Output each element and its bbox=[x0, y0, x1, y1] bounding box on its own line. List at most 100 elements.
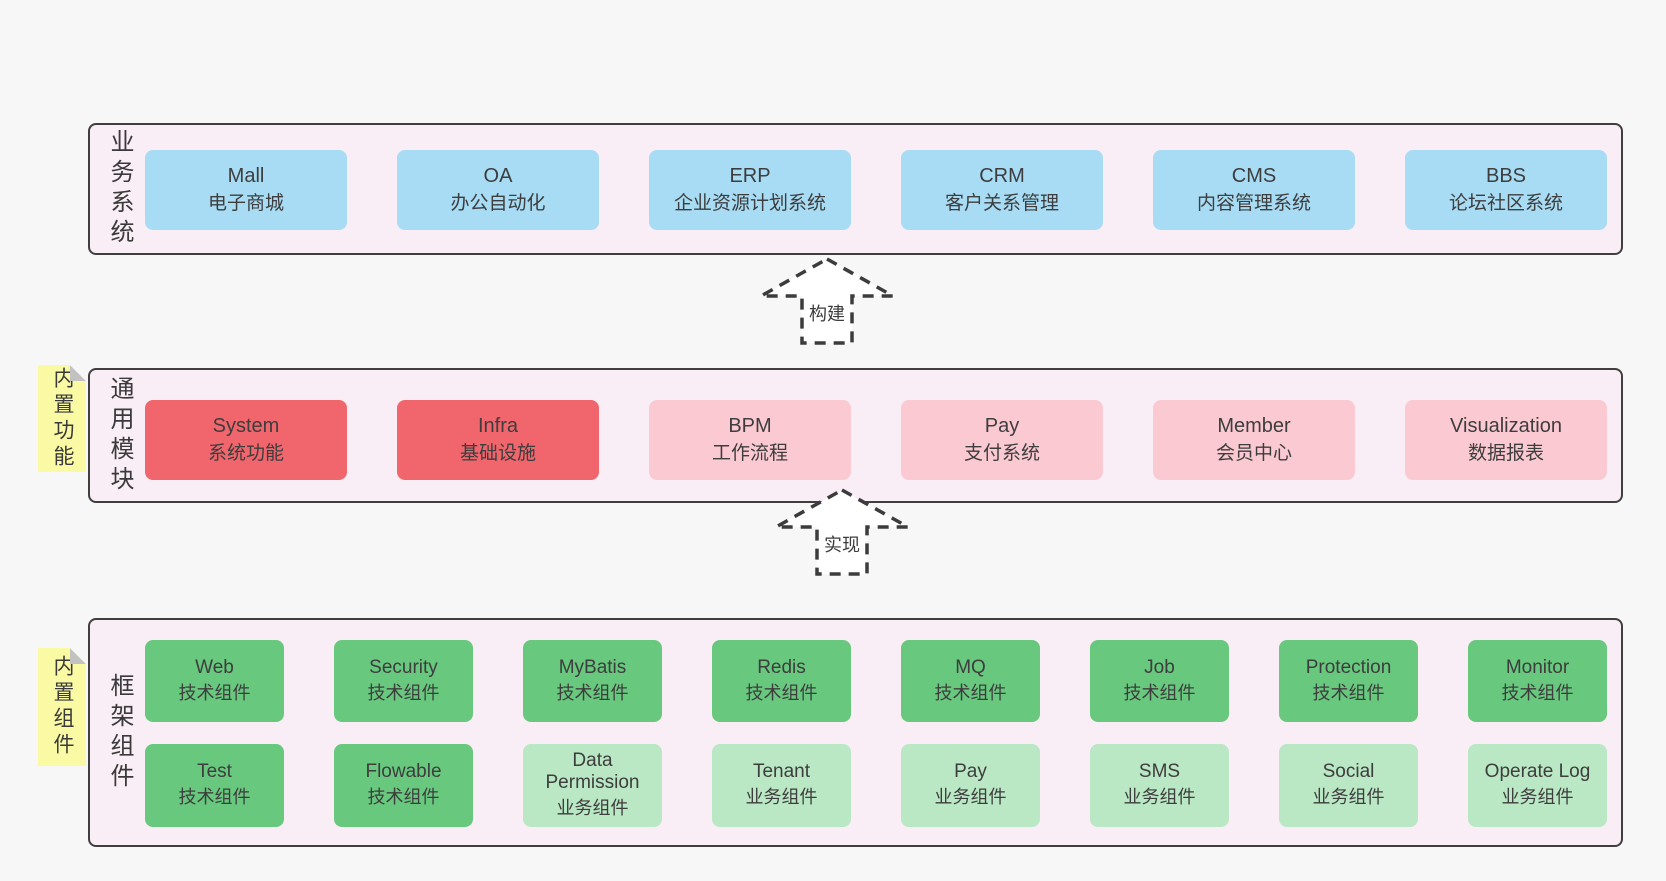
box-member: Member 会员中心 bbox=[1153, 400, 1355, 480]
box-cms: CMS 内容管理系统 bbox=[1153, 150, 1355, 230]
box-name-label: MyBatis bbox=[558, 656, 627, 678]
box-pay: Pay 支付系统 bbox=[901, 400, 1103, 480]
box-desc-label: 技术组件 bbox=[1123, 682, 1196, 703]
box-desc-label: 技术组件 bbox=[367, 682, 440, 703]
box-desc-label: 业务组件 bbox=[745, 787, 818, 808]
box-system: System 系统功能 bbox=[145, 400, 347, 480]
box-test: Test 技术组件 bbox=[145, 744, 284, 827]
box-desc-label: 系统功能 bbox=[207, 443, 284, 465]
box-name-label: Operate Log bbox=[1484, 761, 1591, 783]
box-web: Web 技术组件 bbox=[145, 640, 284, 722]
box-name-label: SMS bbox=[1138, 761, 1181, 783]
panel-common-modules: 通用模块 System 系统功能 Infra 基础设施 BPM 工作流程 Pay… bbox=[88, 368, 1623, 503]
box-name-label: Pay bbox=[984, 415, 1020, 438]
box-redis: Redis 技术组件 bbox=[712, 640, 851, 722]
box-sms: SMS 业务组件 bbox=[1090, 744, 1229, 827]
build-arrow: 构建 bbox=[757, 256, 897, 346]
box-operate-log: Operate Log 业务组件 bbox=[1468, 744, 1607, 827]
box-pay-component: Pay 业务组件 bbox=[901, 744, 1040, 827]
box-desc-label: 企业资源计划系统 bbox=[673, 193, 826, 215]
implement-arrow: 实现 bbox=[772, 487, 912, 577]
box-name-label: Test bbox=[197, 761, 232, 783]
box-name-label: CMS bbox=[1231, 165, 1277, 188]
box-name-label: Member bbox=[1217, 415, 1291, 438]
box-name-label: OA bbox=[483, 165, 513, 188]
box-desc-label: 技术组件 bbox=[178, 682, 251, 703]
box-name-label: Monitor bbox=[1505, 656, 1570, 678]
box-desc-label: 技术组件 bbox=[1312, 682, 1385, 703]
box-name-label: Flowable bbox=[365, 761, 442, 783]
box-name-label: CRM bbox=[979, 165, 1025, 188]
box-desc-label: 技术组件 bbox=[745, 682, 818, 703]
box-erp: ERP 企业资源计划系统 bbox=[649, 150, 851, 230]
panel-framework-components: 框架组件 Web 技术组件 Security 技术组件 MyBatis 技术组件… bbox=[88, 618, 1623, 847]
box-visualization: Visualization 数据报表 bbox=[1405, 400, 1607, 480]
box-desc-label: 支付系统 bbox=[963, 443, 1040, 465]
box-desc-label: 电子商城 bbox=[207, 193, 284, 215]
section-label-business-systems: 业务系统 bbox=[106, 129, 133, 249]
box-desc-label: 技术组件 bbox=[367, 787, 440, 808]
build-arrow-label: 构建 bbox=[807, 300, 847, 326]
box-name-label: Job bbox=[1144, 656, 1175, 678]
box-bpm: BPM 工作流程 bbox=[649, 400, 851, 480]
box-protection: Protection 技术组件 bbox=[1279, 640, 1418, 722]
box-name-label: Web bbox=[195, 656, 234, 678]
box-desc-label: 论坛社区系统 bbox=[1448, 193, 1563, 215]
box-name-label: BPM bbox=[728, 415, 772, 438]
box-mybatis: MyBatis 技术组件 bbox=[523, 640, 662, 722]
box-desc-label: 业务组件 bbox=[1501, 787, 1574, 808]
box-monitor: Monitor 技术组件 bbox=[1468, 640, 1607, 722]
box-desc-label: 会员中心 bbox=[1215, 443, 1292, 465]
box-social: Social 业务组件 bbox=[1279, 744, 1418, 827]
box-desc-label: 技术组件 bbox=[1501, 682, 1574, 703]
section-label-common-modules: 通用模块 bbox=[106, 375, 133, 496]
sticky-built-in-features: 内置功能 bbox=[38, 365, 86, 472]
box-name-label: MQ bbox=[955, 656, 986, 678]
box-name-label: System bbox=[212, 415, 280, 438]
box-desc-label: 业务组件 bbox=[556, 798, 629, 819]
box-oa: OA 办公自动化 bbox=[397, 150, 599, 230]
sticky-built-in-components: 内置组件 bbox=[38, 648, 86, 766]
box-job: Job 技术组件 bbox=[1090, 640, 1229, 722]
box-desc-label: 内容管理系统 bbox=[1196, 193, 1311, 215]
box-name-label: Social bbox=[1322, 761, 1375, 783]
box-name-label: Visualization bbox=[1450, 415, 1562, 438]
box-name-label: Protection bbox=[1305, 656, 1392, 678]
box-infra: Infra 基础设施 bbox=[397, 400, 599, 480]
modules-box-row: System 系统功能 Infra 基础设施 BPM 工作流程 Pay 支付系统… bbox=[145, 400, 1607, 480]
box-bbs: BBS 论坛社区系统 bbox=[1405, 150, 1607, 230]
box-desc-label: 技术组件 bbox=[178, 787, 251, 808]
box-desc-label: 技术组件 bbox=[556, 682, 629, 703]
box-desc-label: 客户关系管理 bbox=[944, 193, 1059, 215]
implement-arrow-label: 实现 bbox=[822, 531, 862, 557]
box-desc-label: 业务组件 bbox=[1312, 787, 1385, 808]
framework-box-row-1: Web 技术组件 Security 技术组件 MyBatis 技术组件 Redi… bbox=[145, 640, 1607, 722]
box-name-label: Security bbox=[369, 656, 438, 678]
box-name-label: Tenant bbox=[752, 761, 811, 783]
box-mall: Mall 电子商城 bbox=[145, 150, 347, 230]
box-mq: MQ 技术组件 bbox=[901, 640, 1040, 722]
box-name-label: Infra bbox=[477, 415, 519, 438]
box-name-label: Pay bbox=[954, 761, 987, 783]
box-desc-label: 业务组件 bbox=[1123, 787, 1196, 808]
section-label-framework-components: 框架组件 bbox=[106, 672, 133, 793]
box-crm: CRM 客户关系管理 bbox=[901, 150, 1103, 230]
box-tenant: Tenant 业务组件 bbox=[712, 744, 851, 827]
box-desc-label: 技术组件 bbox=[934, 682, 1007, 703]
box-data-permission: Data Permission 业务组件 bbox=[523, 744, 662, 827]
box-security: Security 技术组件 bbox=[334, 640, 473, 722]
box-desc-label: 工作流程 bbox=[711, 443, 788, 465]
box-desc-label: 业务组件 bbox=[934, 787, 1007, 808]
framework-box-row-2: Test 技术组件 Flowable 技术组件 Data Permission … bbox=[145, 744, 1607, 827]
box-name-label: BBS bbox=[1485, 165, 1527, 188]
sticky-built-in-components-label: 内置组件 bbox=[51, 655, 74, 759]
box-desc-label: 基础设施 bbox=[459, 443, 536, 465]
box-name-label: Mall bbox=[227, 165, 265, 188]
panel-business-systems: 业务系统 Mall 电子商城 OA 办公自动化 ERP 企业资源计划系统 CRM… bbox=[88, 123, 1623, 255]
box-name-label: Redis bbox=[757, 656, 806, 678]
box-name-label: Data Permission bbox=[545, 750, 640, 794]
sticky-fold-corner bbox=[70, 648, 86, 664]
business-box-row: Mall 电子商城 OA 办公自动化 ERP 企业资源计划系统 CRM 客户关系… bbox=[145, 150, 1607, 230]
sticky-fold-corner bbox=[70, 365, 86, 381]
